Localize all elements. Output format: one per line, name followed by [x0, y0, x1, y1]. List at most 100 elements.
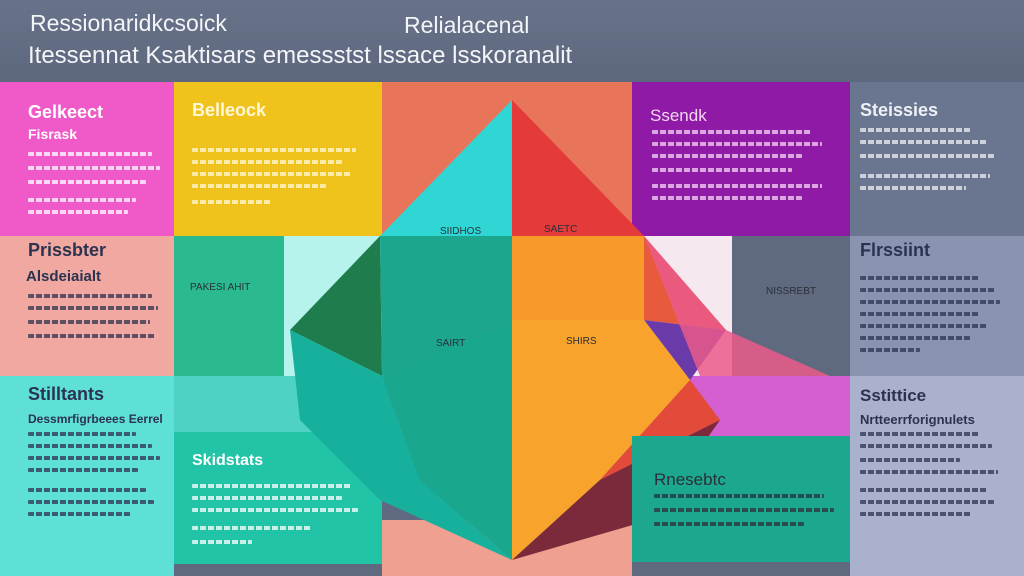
text-line [860, 500, 994, 504]
panel-label: PAKESI AHIT [190, 282, 251, 293]
panel-title: Steissies [860, 100, 939, 120]
text-line [28, 294, 152, 298]
panel-title: Sstittice [860, 386, 927, 405]
panel-mid-left: Prissbter Alsdeiaialt [0, 236, 174, 376]
text-line [192, 184, 326, 188]
text-line [192, 200, 272, 204]
label-red: SAETC [544, 224, 578, 235]
panel-title: Rnesebtc [654, 470, 726, 489]
text-line [860, 186, 966, 190]
text-line [28, 210, 128, 214]
text-line [192, 172, 352, 176]
label-pink: NISSREBT [766, 286, 817, 297]
text-line [654, 522, 804, 526]
text-line [28, 444, 152, 448]
text-line [652, 168, 792, 172]
text-line [860, 312, 980, 316]
header-bar [0, 0, 1024, 82]
text-line [28, 306, 158, 310]
text-line [28, 198, 136, 202]
text-line [654, 494, 824, 498]
title-line1-left: Ressionaridkcsoick [30, 10, 227, 36]
text-line [652, 142, 822, 146]
label-cyan: SIIDHOS [440, 226, 482, 237]
text-line [28, 468, 138, 472]
label-center: SAIRT [436, 338, 466, 349]
text-line [860, 488, 988, 492]
panel-top-yellow: Belleock [174, 82, 382, 236]
text-line [192, 160, 342, 164]
panel-subtitle: Fisrask [28, 126, 78, 142]
text-line [192, 508, 358, 512]
facet-cyan [380, 100, 512, 236]
text-line [860, 174, 990, 178]
panel-top-left: Gelkeect Fisrask [0, 82, 174, 236]
text-line [28, 456, 160, 460]
text-line [28, 152, 152, 156]
facet-orange [512, 320, 690, 560]
label-orange: SHIRS [566, 336, 597, 347]
panel-title: Prissbter [28, 240, 107, 260]
text-line [860, 512, 972, 516]
facet-orange-top [512, 236, 644, 320]
text-line [860, 458, 960, 462]
panel-top-purple: Ssendk [632, 82, 850, 236]
text-line [28, 320, 150, 324]
facet-low-teal [290, 330, 512, 560]
text-line [192, 148, 356, 152]
text-line [652, 184, 822, 188]
panel-subtitle: Nrtteerrforignulets [860, 412, 975, 427]
text-line [860, 140, 986, 144]
text-line [860, 432, 980, 436]
panel-low-left: Stilltants Dessmrfigrbeees Eerrel [0, 376, 174, 576]
text-line [652, 196, 802, 200]
panel-bottom-mid-text: Rnesebtc [632, 436, 850, 562]
text-line [28, 180, 146, 184]
panel-subtitle: Alsdeiaialt [26, 268, 102, 285]
text-line [860, 470, 998, 474]
text-line [860, 444, 992, 448]
panel-title: Ssendk [650, 106, 707, 125]
panel-mid-right: Flrssiint [850, 236, 1024, 376]
text-line [28, 488, 146, 492]
panel-subtitle: Dessmrfigrbeees Eerrel [28, 412, 163, 426]
title-line1-right: Relialacenal [404, 12, 530, 38]
panel-title: Belleock [192, 100, 267, 120]
text-line [860, 348, 920, 352]
panel-low-right: Sstittice Nrtteerrforignulets [850, 376, 1024, 576]
panel-title: Skidstats [192, 452, 264, 469]
facet-dark-green [290, 236, 382, 376]
text-line [860, 276, 980, 280]
facet-red-low [600, 380, 720, 480]
text-line [860, 128, 970, 132]
panel-title: Stilltants [28, 384, 105, 404]
text-line [192, 540, 252, 544]
text-line [192, 496, 342, 500]
facet-pink [644, 236, 830, 376]
panel-title: Flrssiint [860, 240, 931, 260]
text-line [28, 334, 156, 338]
text-line [652, 130, 812, 134]
text-line [860, 324, 988, 328]
panel-mid-green: PAKESI AHIT [174, 236, 284, 376]
text-line [28, 512, 132, 516]
panel-top-right: Steissies [850, 82, 1024, 236]
text-line [28, 432, 136, 436]
facet-center-teal [382, 320, 512, 560]
text-line [652, 154, 802, 158]
text-line [860, 300, 1000, 304]
panel-bottom-mid [632, 436, 850, 562]
text-line [860, 288, 996, 292]
text-line [860, 336, 970, 340]
text-line [654, 508, 834, 512]
text-line [192, 526, 312, 530]
text-line [28, 166, 160, 170]
facet-teal [380, 236, 512, 376]
panel-title: Gelkeect [28, 102, 104, 122]
text-line [192, 484, 352, 488]
facet-red [512, 100, 644, 236]
title-line2: Itessennat Ksaktisars emessstst lssace l… [28, 42, 573, 69]
text-line [860, 154, 994, 158]
text-line [28, 500, 154, 504]
